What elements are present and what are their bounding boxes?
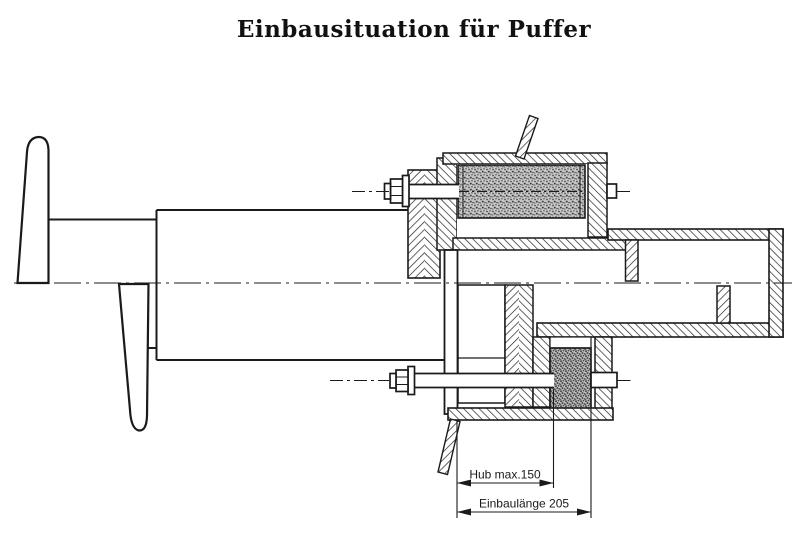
outer-tube-top-wall	[607, 228, 784, 241]
plunger-sleeve-outline	[48, 209, 445, 361]
outer-tube-bottom-wall	[536, 322, 784, 338]
bottom-bolt-rear-stub	[590, 371, 618, 389]
flange-plate-lower	[443, 249, 459, 415]
centerlines	[14, 191, 792, 381]
bottom-bolt-shaft	[414, 373, 554, 388]
dimension-einbaulaenge: Einbaulänge 205	[457, 497, 591, 516]
center-column-left	[505, 285, 519, 407]
top-bolt	[383, 174, 618, 208]
center-column-right	[519, 285, 533, 407]
page-title: Einbausituation für Puffer	[236, 16, 592, 43]
top-bolt-shaft	[407, 184, 459, 199]
buffer-plate-compressed	[117, 282, 150, 432]
spacer-column	[532, 336, 551, 408]
hub-arrow-left	[457, 479, 471, 487]
housing-left-wall	[436, 157, 458, 251]
top-spring-housing	[383, 152, 631, 279]
dimension-hub: Hub max.150	[457, 468, 554, 487]
guide-ring-upper	[624, 239, 639, 282]
hub-arrow-right	[539, 479, 554, 487]
einbaulaenge-label: Einbaulänge 205	[479, 497, 569, 511]
top-bolt-nut	[389, 178, 404, 204]
housing-bottom-wall-lower	[447, 407, 614, 421]
broken-rod-top	[514, 114, 539, 160]
housing-end-cap	[587, 162, 608, 238]
bottom-spring-housing	[389, 249, 618, 421]
hub-label: Hub max.150	[469, 468, 541, 482]
dimension-annotations: Hub max.150 Einbaulänge 205	[456, 360, 592, 518]
bottom-bolt-head-tip	[389, 372, 397, 389]
buffer-plate-extended	[16, 135, 50, 285]
guide-ring-lower	[716, 285, 731, 324]
top-bolt-rear-stub	[606, 183, 618, 199]
top-bolt-washer	[401, 174, 410, 208]
bottom-bolt-washer	[407, 365, 416, 396]
einbaulaenge-arrow-left	[457, 508, 471, 516]
bottom-bolt	[389, 365, 618, 396]
bottom-bolt-nut	[395, 369, 409, 393]
housing-bottom-wall	[452, 237, 631, 251]
spring-gap	[549, 336, 592, 349]
elastomer-spring-bottom	[549, 347, 592, 414]
einbaulaenge-arrow-right	[577, 508, 591, 516]
